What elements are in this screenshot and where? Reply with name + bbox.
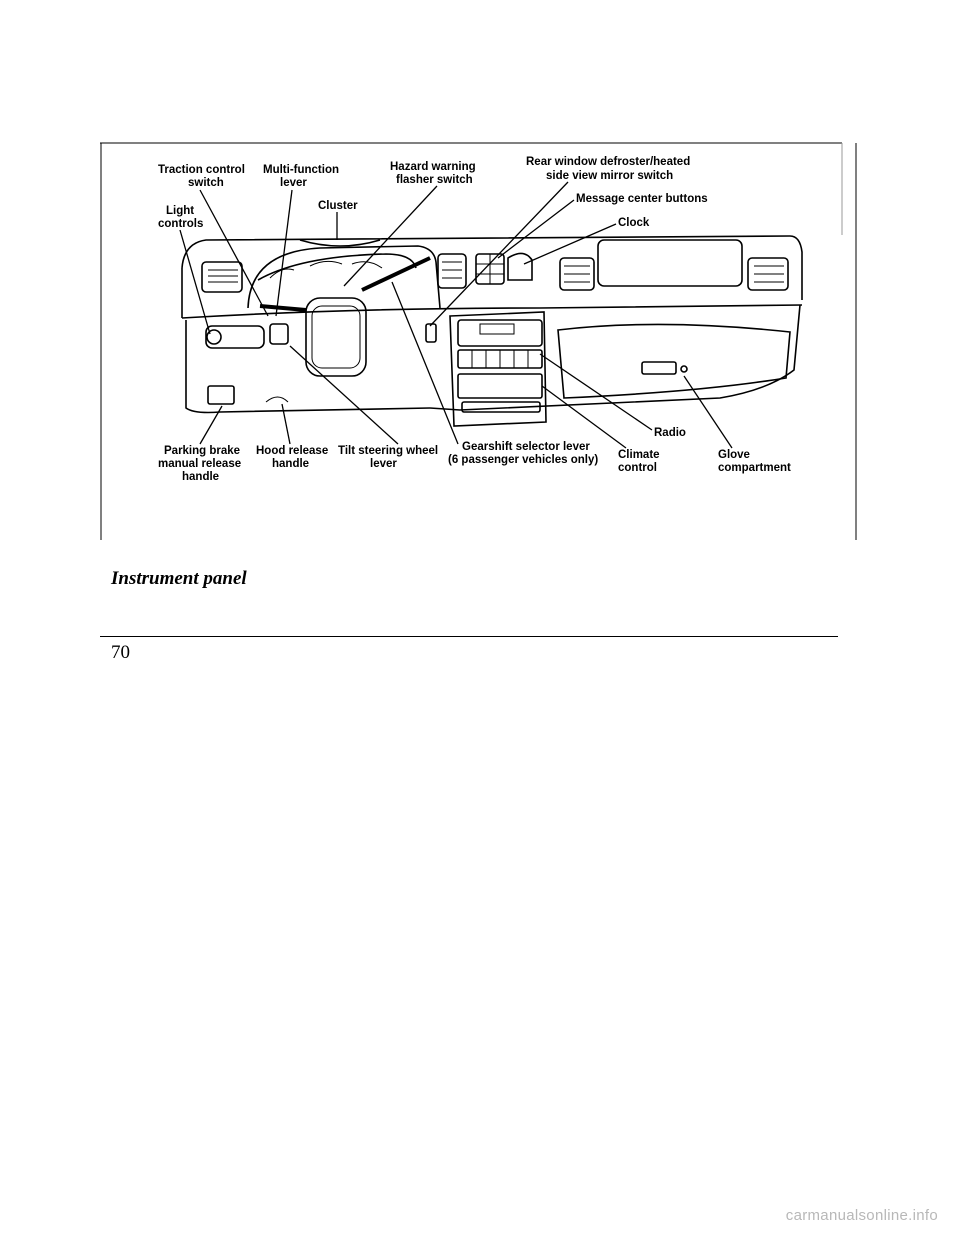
label-parking-brake-2: manual release <box>158 458 241 470</box>
label-radio: Radio <box>654 427 686 439</box>
label-hazard: Hazard warning <box>390 161 476 173</box>
figure-frame <box>100 142 857 540</box>
footer-rule <box>100 636 838 637</box>
label-light: Light <box>166 205 194 217</box>
label-cluster: Cluster <box>318 200 358 212</box>
footer-watermark: carmanualsonline.info <box>785 1207 938 1224</box>
label-parking-brake-3: handle <box>182 471 219 483</box>
label-clock: Clock <box>618 217 650 229</box>
label-hood-release-2: handle <box>272 458 309 470</box>
label-gearshift: Gearshift selector lever <box>462 441 590 453</box>
label-message-center: Message center buttons <box>576 193 708 205</box>
label-hood-release: Hood release <box>256 445 328 457</box>
page-number: 70 <box>111 642 130 663</box>
label-traction-control: Traction control <box>158 164 245 176</box>
instrument-panel-figure: Traction control switch Multi-function l… <box>100 140 860 540</box>
label-gearshift-2: (6 passenger vehicles only) <box>448 454 598 466</box>
label-climate-2: control <box>618 462 657 474</box>
figure-caption: Instrument panel <box>111 568 247 589</box>
label-glove-2: compartment <box>718 462 791 474</box>
label-glove: Glove <box>718 449 750 461</box>
label-tilt-steering-2: lever <box>370 458 397 470</box>
label-light-2: controls <box>158 218 203 230</box>
label-rear-window-2: side view mirror switch <box>546 170 673 182</box>
label-rear-window: Rear window defroster/heated <box>526 156 690 168</box>
dashboard-illustration <box>181 235 803 427</box>
leader-lines <box>179 181 733 449</box>
label-multifunction-2: lever <box>280 177 307 189</box>
label-climate: Climate <box>618 449 660 461</box>
callout-labels: Traction control switch Multi-function l… <box>158 156 791 483</box>
label-parking-brake: Parking brake <box>164 445 240 457</box>
label-traction-control-2: switch <box>188 177 224 189</box>
label-multifunction: Multi-function <box>263 164 339 176</box>
label-tilt-steering: Tilt steering wheel <box>338 445 438 457</box>
label-hazard-2: flasher switch <box>396 174 473 186</box>
